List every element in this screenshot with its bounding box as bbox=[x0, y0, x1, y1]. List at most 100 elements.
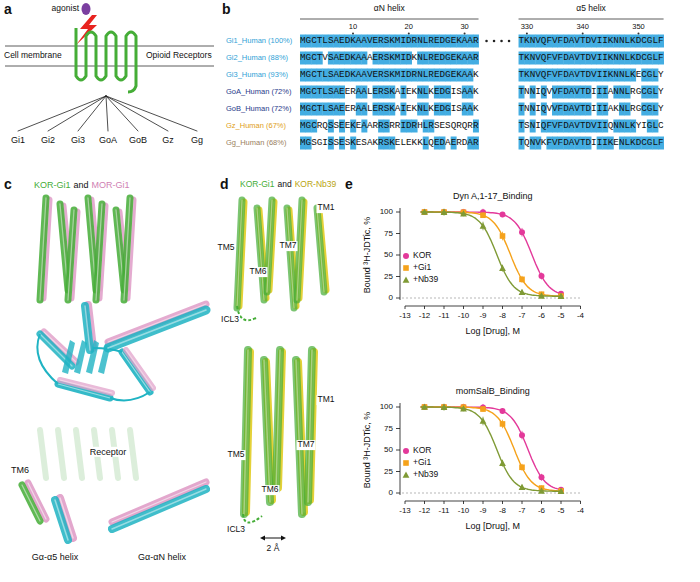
shift-arrow bbox=[263, 538, 283, 539]
legend-marker bbox=[403, 277, 410, 283]
zero-line bbox=[402, 298, 581, 299]
x-tick bbox=[444, 306, 445, 309]
data-point bbox=[558, 293, 565, 299]
x-tick-label: -5 bbox=[557, 506, 564, 515]
data-point bbox=[499, 265, 506, 271]
faded-helix bbox=[130, 430, 136, 478]
x-tick bbox=[522, 501, 523, 504]
helix-highlight bbox=[126, 350, 153, 388]
helix-highlight bbox=[112, 482, 206, 522]
y-tick bbox=[396, 233, 400, 234]
sequence-text: TNNIQVVFDAVTDIIIANNLRGCGLY bbox=[519, 87, 664, 98]
sequence-text: TSNIQFVFDAVTDVIIQNNLKYIGLC bbox=[519, 121, 664, 132]
x-tick-label: -9 bbox=[479, 506, 486, 515]
y-tick-label: 100 bbox=[380, 402, 393, 411]
helix bbox=[108, 310, 206, 348]
x-tick-label: -12 bbox=[419, 506, 431, 515]
x-tick-label: -13 bbox=[399, 311, 411, 320]
panel-letter: e bbox=[345, 176, 353, 192]
x-tick-label: -10 bbox=[458, 506, 470, 515]
data-point bbox=[519, 464, 525, 470]
y-tick-label: 75 bbox=[384, 229, 393, 238]
structure-title: MOR-Gi1 bbox=[92, 180, 130, 190]
structure-label: TM7 bbox=[279, 241, 298, 251]
helix-highlight bbox=[257, 208, 264, 300]
x-tick bbox=[561, 306, 562, 309]
helix-highlight bbox=[264, 360, 270, 502]
data-point bbox=[519, 432, 525, 438]
x-tick-label: -6 bbox=[538, 506, 545, 515]
x-tick bbox=[424, 306, 425, 309]
x-tick-label: -10 bbox=[458, 311, 470, 320]
helix-highlight bbox=[276, 350, 280, 490]
fit-curve bbox=[421, 407, 563, 491]
axis-title: Bound ³H-JDTic, % bbox=[362, 412, 372, 489]
x-tick-label: -9 bbox=[479, 311, 486, 320]
x-tick bbox=[424, 501, 425, 504]
data-point bbox=[519, 484, 526, 490]
sequence-text: TNNIQVVFDAVTDIIIAKNLRGCGLY bbox=[519, 104, 664, 115]
helix bbox=[108, 304, 206, 342]
sequence-name: Gi2_Human (88%) bbox=[226, 54, 288, 63]
helix-highlight bbox=[237, 200, 242, 308]
zero-line bbox=[402, 493, 581, 494]
fit-curve bbox=[421, 407, 563, 490]
y-tick bbox=[396, 255, 400, 256]
y-tick bbox=[396, 471, 400, 472]
residue-number: 10 bbox=[349, 23, 357, 32]
y-tick bbox=[396, 212, 400, 213]
x-tick-label: -13 bbox=[399, 506, 411, 515]
ellipsis-dot bbox=[508, 40, 511, 43]
x-tick-label: -7 bbox=[518, 506, 525, 515]
x-tick bbox=[405, 501, 406, 504]
helix-highlight bbox=[40, 198, 46, 300]
x-tick bbox=[483, 306, 484, 309]
y-tick-label: 50 bbox=[384, 250, 393, 259]
data-point bbox=[480, 406, 486, 412]
helix bbox=[287, 208, 294, 308]
helix-highlight bbox=[108, 310, 206, 348]
coupling-line bbox=[106, 96, 108, 131]
fit-curve bbox=[421, 212, 563, 296]
helix bbox=[112, 482, 206, 522]
data-point bbox=[499, 460, 506, 466]
y-tick-label: 25 bbox=[384, 272, 393, 281]
residue-number: 340 bbox=[576, 23, 589, 32]
structure-label: TM1 bbox=[317, 395, 336, 405]
residue-number: 30 bbox=[460, 23, 468, 32]
region-line bbox=[300, 19, 479, 20]
protein-loop bbox=[37, 334, 150, 400]
structure-title: KOR-Nb39 bbox=[295, 180, 337, 190]
agonist-symbol bbox=[82, 3, 91, 15]
helix bbox=[22, 485, 40, 521]
data-point bbox=[480, 418, 487, 424]
agonist-label: agonist bbox=[52, 4, 79, 14]
x-tick-label: -7 bbox=[518, 311, 525, 320]
sequence-name: GoA_Human (72%) bbox=[226, 88, 291, 97]
helix-highlight bbox=[108, 304, 206, 342]
sequence-name: Gi1_Human (100%) bbox=[226, 37, 292, 46]
legend-marker bbox=[403, 253, 409, 259]
structure-title: and bbox=[74, 180, 89, 190]
sequence-text: MGCTLSAEERAALERSKAIEKNLKEDGISAAK bbox=[300, 104, 479, 115]
residue-tick bbox=[637, 33, 639, 35]
y-tick-label: 25 bbox=[384, 467, 393, 476]
x-tick-label: -11 bbox=[439, 506, 450, 515]
legend-text: +Gi1 bbox=[413, 458, 431, 468]
data-point bbox=[539, 273, 545, 279]
helix-highlight bbox=[296, 360, 302, 514]
data-point bbox=[500, 212, 506, 218]
helix-highlight bbox=[22, 485, 40, 521]
data-point bbox=[538, 487, 545, 493]
coupling-line bbox=[78, 96, 106, 131]
x-tick bbox=[541, 501, 542, 504]
x-tick bbox=[580, 501, 581, 504]
residue-number: 350 bbox=[632, 23, 645, 32]
helix-highlight bbox=[317, 208, 324, 292]
region-header: α5 helix bbox=[576, 4, 605, 14]
x-tick bbox=[561, 501, 562, 504]
helix bbox=[296, 360, 302, 514]
sequence-text: MGCTLSAEERAALERSKAIEKNLKEDGISAAK bbox=[300, 87, 479, 98]
receptor-label: Opioid Receptors bbox=[146, 51, 212, 61]
